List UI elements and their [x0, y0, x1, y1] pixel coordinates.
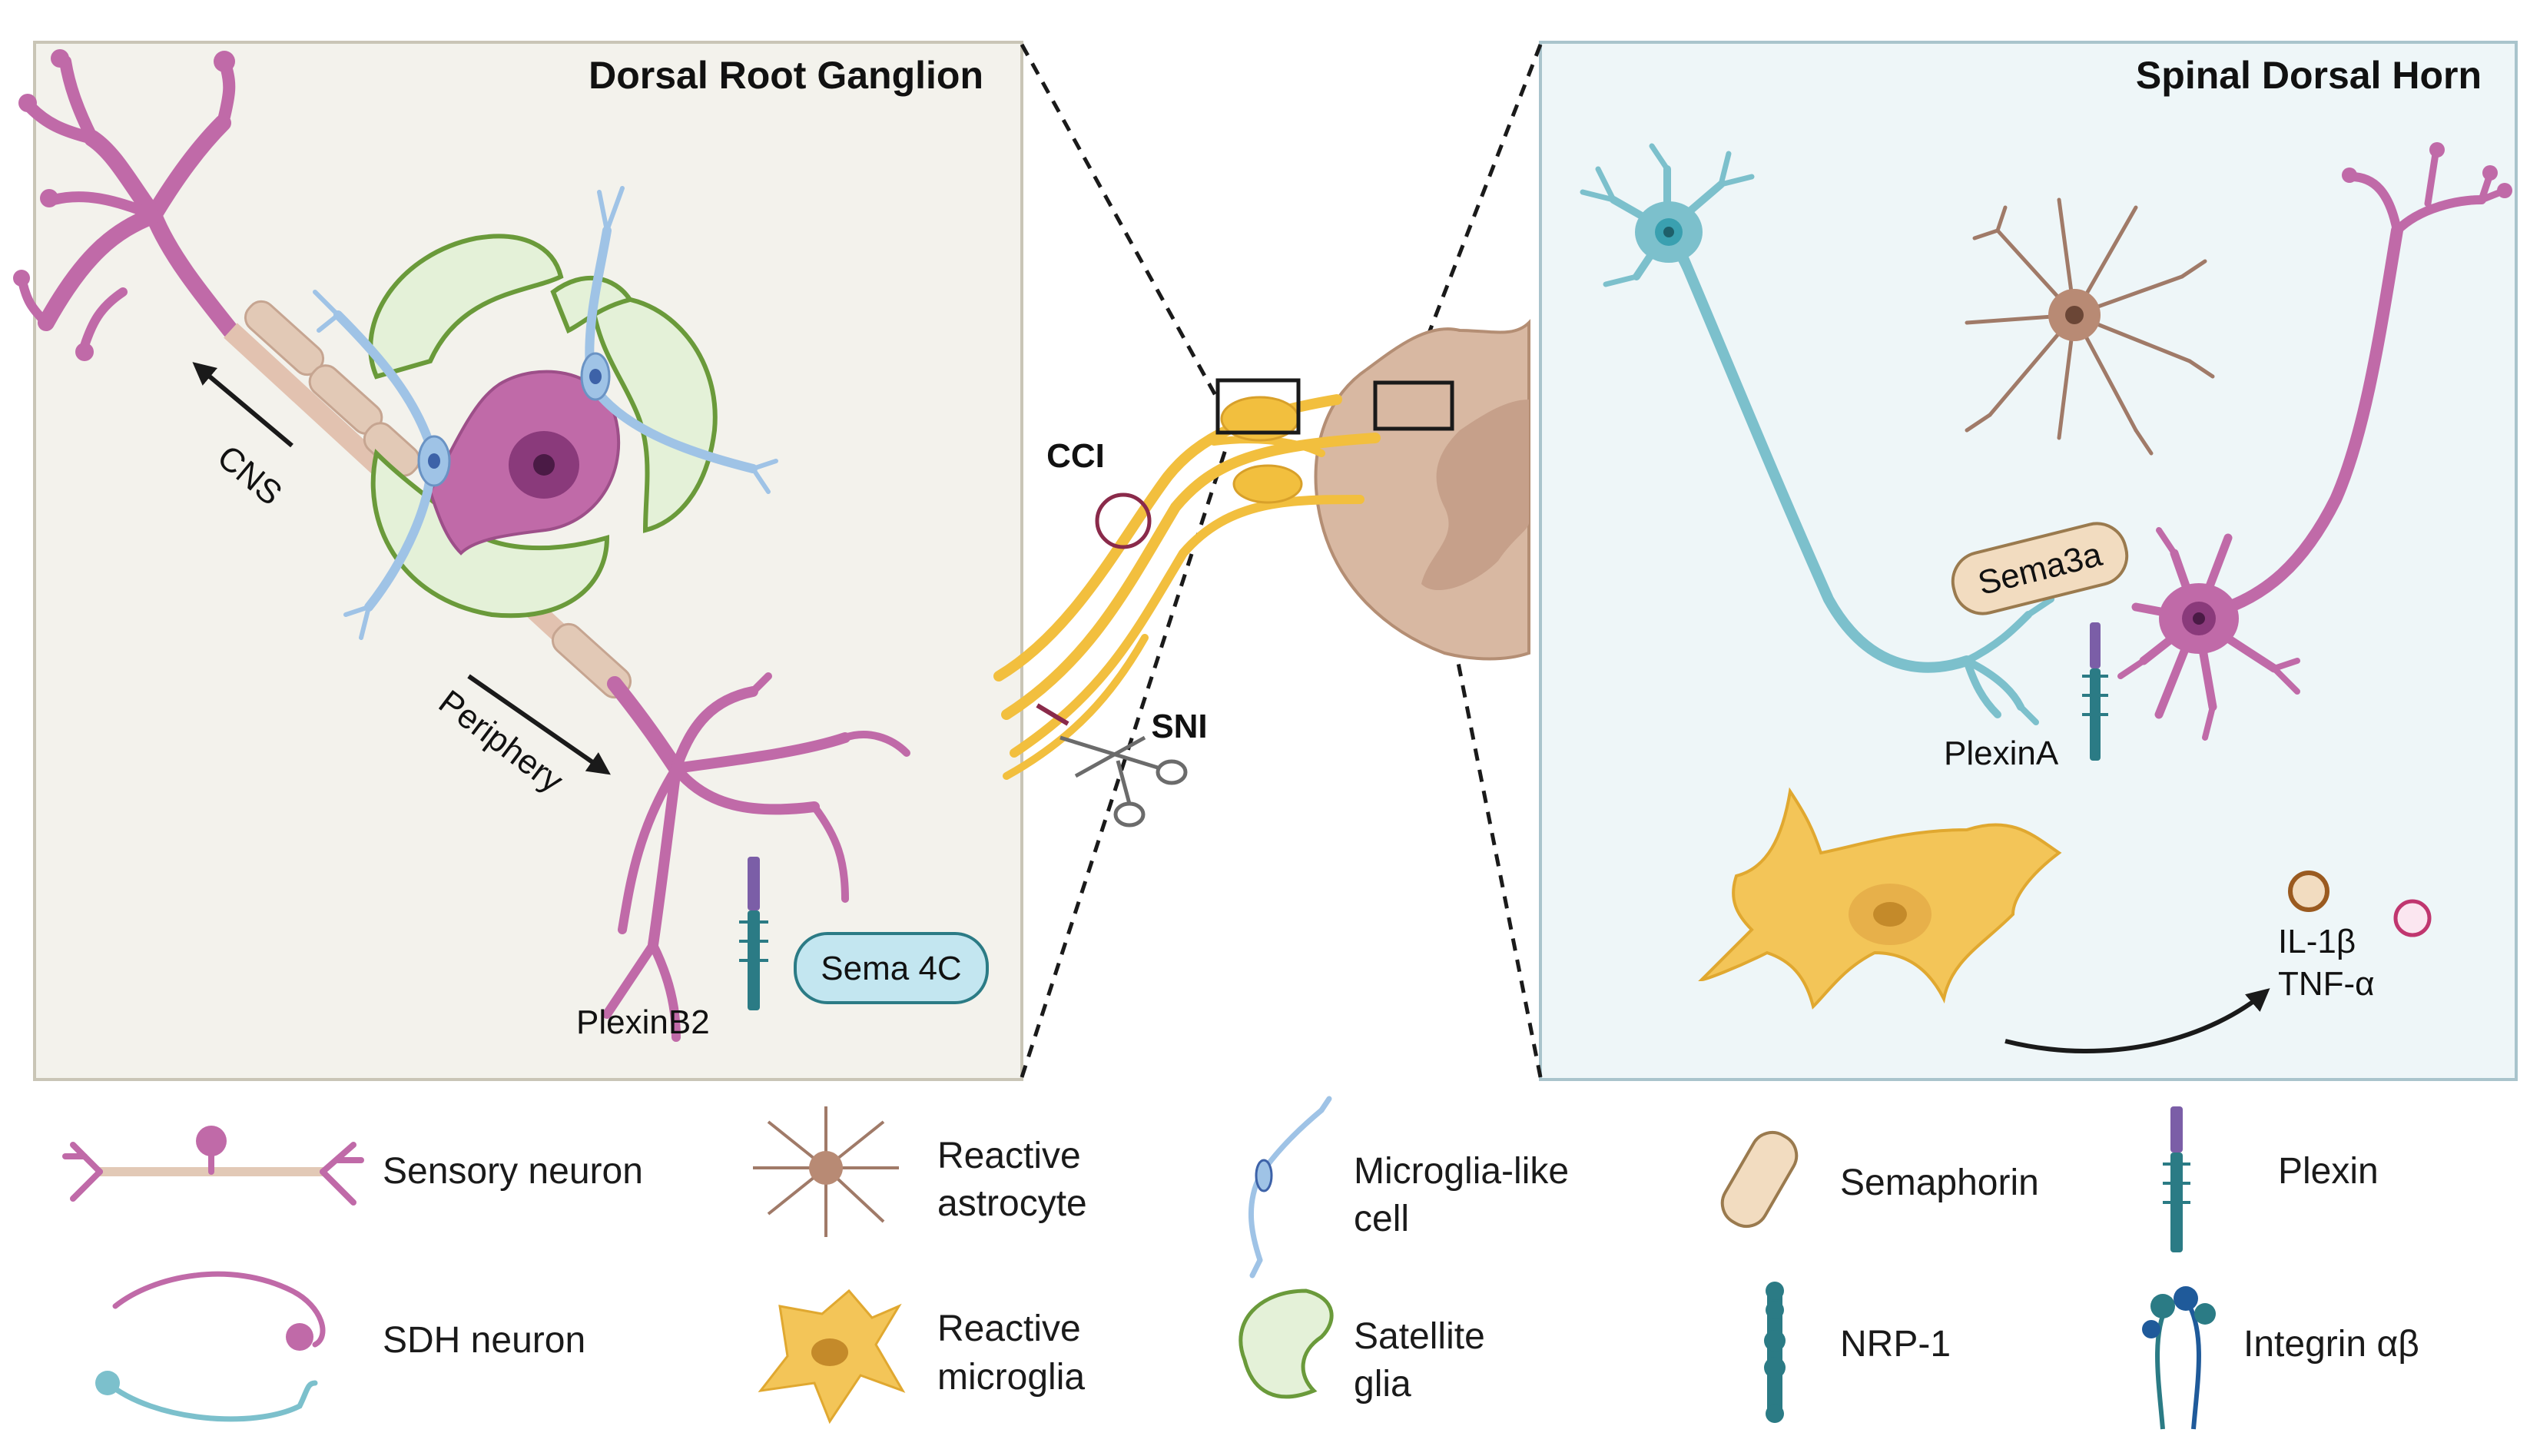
- legend-plexin-icon: [2163, 1106, 2190, 1252]
- legend-sdh-neuron-icon: [104, 1271, 326, 1422]
- sdh-dendrite-tips: [2342, 142, 2512, 198]
- legend-integrin-icon: [2142, 1286, 2216, 1430]
- sensory-soma: [428, 370, 621, 556]
- plexinb2-receptor: [739, 857, 768, 1010]
- microglia-nucleus: [1849, 884, 1932, 945]
- cytokine-release-arrow: [2004, 988, 2270, 1054]
- legend-astrocyte-soma: [809, 1151, 843, 1185]
- legend-sdh-blue: [95, 1371, 120, 1395]
- legend-sensory-soma: [196, 1126, 227, 1156]
- legend-microglia-like-l1: Microglia-like: [1354, 1151, 1569, 1192]
- legend-microglia-l2: microglia: [937, 1357, 1085, 1398]
- legend-nrp1-icon: [1764, 1282, 1786, 1423]
- sema3a-shape: [1951, 522, 2129, 615]
- drg-inset-box: [1215, 378, 1301, 435]
- legend-sdh-neuron: SDH neuron: [383, 1320, 585, 1361]
- periphery-arrow: [467, 674, 611, 775]
- microglia-like-nuclei: [417, 352, 611, 487]
- sdh-title: Spinal Dorsal Horn: [2136, 54, 2482, 97]
- astrocyte-soma: [2048, 289, 2101, 341]
- sema4c-label: Sema 4C: [821, 950, 961, 987]
- legend-astrocyte-l2: astrocyte: [937, 1183, 1087, 1224]
- scissors-icon: [1059, 735, 1188, 827]
- sni-label: SNI: [1151, 708, 1207, 745]
- il1b-label: IL-1β: [2278, 923, 2356, 960]
- dendrite-tips: [13, 49, 235, 361]
- satellite-glia: [368, 234, 718, 619]
- sdh-magenta-soma: [2159, 583, 2239, 654]
- sensory-neuron-peripheral-branch: [602, 672, 910, 1042]
- plexina-receptor: [2082, 622, 2108, 761]
- legend-sdh-magenta: [286, 1323, 313, 1351]
- sdh-blue-soma: [1635, 201, 1703, 263]
- sdh-panel: Spinal Dorsal Horn: [1539, 41, 2518, 1081]
- legend-microglia-like-nucleus: [1255, 1159, 1273, 1192]
- drg-panel: Dorsal Root Ganglion: [13, 41, 1023, 1081]
- plexinb2-label: PlexinB2: [576, 1003, 710, 1041]
- spinal-cord: [1314, 319, 1530, 661]
- drg-ganglion-lower: [1232, 464, 1303, 504]
- legend-semaphorin-icon: [1720, 1130, 1799, 1229]
- drg-title: Dorsal Root Ganglion: [589, 54, 983, 97]
- legend-satellite-glia-l2: glia: [1354, 1364, 1411, 1405]
- legend-astrocyte-l1: Reactive: [937, 1136, 1081, 1176]
- cci-ligature: [1095, 493, 1152, 549]
- sema4c-shape: [794, 932, 989, 1004]
- tnfa-molecule: [2393, 899, 2432, 937]
- legend-sensory-neuron: Sensory neuron: [383, 1151, 643, 1192]
- legend-microglia-like-l2: cell: [1354, 1199, 1409, 1239]
- sensory-neuron-central-branch: [18, 55, 239, 350]
- legend-semaphorin: Semaphorin: [1840, 1162, 2039, 1203]
- legend-microglia-nucleus: [811, 1338, 848, 1366]
- cci-label: CCI: [1046, 437, 1105, 475]
- plexina-label: PlexinA: [1944, 735, 2059, 772]
- legend-integrin: Integrin αβ: [2243, 1324, 2419, 1365]
- legend-plexin: Plexin: [2278, 1151, 2379, 1192]
- legend: Sensory neuron SDH neuron Reactive astro…: [62, 1096, 2419, 1430]
- legend-nrp1: NRP-1: [1840, 1324, 1951, 1365]
- cns-arrow: [192, 362, 293, 448]
- sdh-inset-box: [1373, 380, 1454, 431]
- legend-satellite-glia-icon: [1238, 1289, 1334, 1399]
- legend-microglia-l1: Reactive: [937, 1308, 1081, 1349]
- tnfa-label: TNF-α: [2278, 965, 2375, 1003]
- sni-cut-mark: [1036, 703, 1069, 726]
- il1b-molecule: [2288, 871, 2329, 912]
- legend-satellite-glia-l1: Satellite: [1354, 1316, 1485, 1357]
- legend-sensory-neuron-icon: [62, 1142, 364, 1206]
